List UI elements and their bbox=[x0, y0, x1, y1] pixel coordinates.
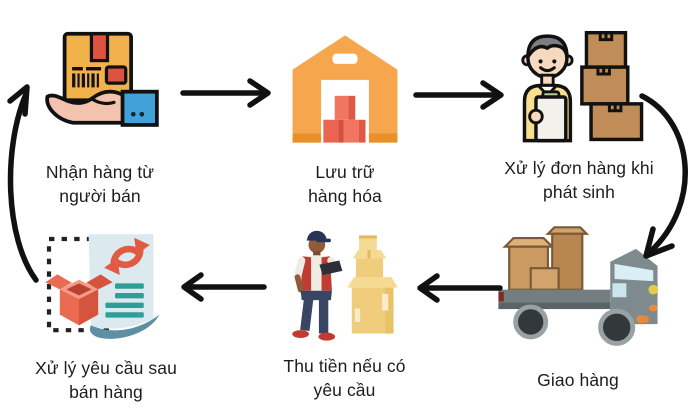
node-store: Lưu trữ hàng hóa bbox=[250, 22, 440, 210]
return-request-document-icon bbox=[45, 234, 160, 339]
courier-with-parcels-icon bbox=[291, 230, 398, 341]
node-process: Xử lý đơn hàng khi phát sinh bbox=[468, 18, 690, 206]
node-aftersales-label: Xử lý yêu cầu sau bán hàng bbox=[35, 358, 177, 402]
node-deliver: Giao hàng bbox=[478, 222, 678, 406]
node-process-label: Xử lý đơn hàng khi phát sinh bbox=[504, 158, 654, 202]
node-deliver-label: Giao hàng bbox=[537, 370, 619, 390]
node-collect: Thu tiền nếu có yêu cầu bbox=[252, 220, 437, 404]
warehouse-icon bbox=[292, 35, 398, 143]
node-receive-label: Nhận hàng từ người bán bbox=[45, 162, 155, 206]
node-receive: Nhận hàng từ người bán bbox=[5, 22, 195, 210]
hand-receiving-parcel-icon bbox=[45, 31, 159, 127]
worker-with-boxes-icon bbox=[521, 30, 644, 142]
node-aftersales: Xử lý yêu cầu sau bán hàng bbox=[8, 222, 204, 406]
delivery-truck-icon bbox=[498, 226, 659, 346]
node-collect-label: Thu tiền nếu có yêu cầu bbox=[283, 356, 406, 400]
node-store-label: Lưu trữ hàng hóa bbox=[308, 162, 382, 206]
